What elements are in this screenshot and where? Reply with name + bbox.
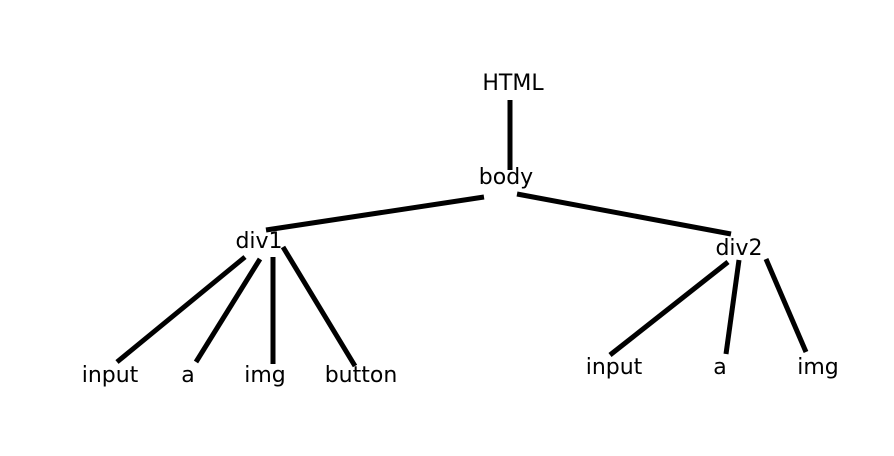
node-div1-input: input (81, 363, 139, 388)
node-div2: div2 (715, 236, 763, 261)
edge-div1-a (193, 257, 263, 364)
edge-div2-a (723, 259, 742, 355)
node-div1: div1 (235, 229, 283, 254)
node-body: body (478, 165, 534, 190)
node-div1-a: a (181, 363, 195, 388)
edge-div1-button (280, 245, 358, 368)
node-html: HTML (482, 71, 544, 96)
edge-body-div2 (516, 191, 732, 237)
edge-div2-img (763, 258, 809, 353)
node-div1-button: button (324, 363, 398, 388)
node-div2-input: input (585, 355, 643, 380)
edge-body-div1 (265, 194, 485, 233)
edge-div1-input (115, 255, 247, 364)
node-div2-img: img (797, 355, 839, 380)
edge-div2-input (608, 260, 730, 357)
node-div1-img: img (244, 363, 286, 388)
node-div2-a: a (713, 355, 727, 380)
